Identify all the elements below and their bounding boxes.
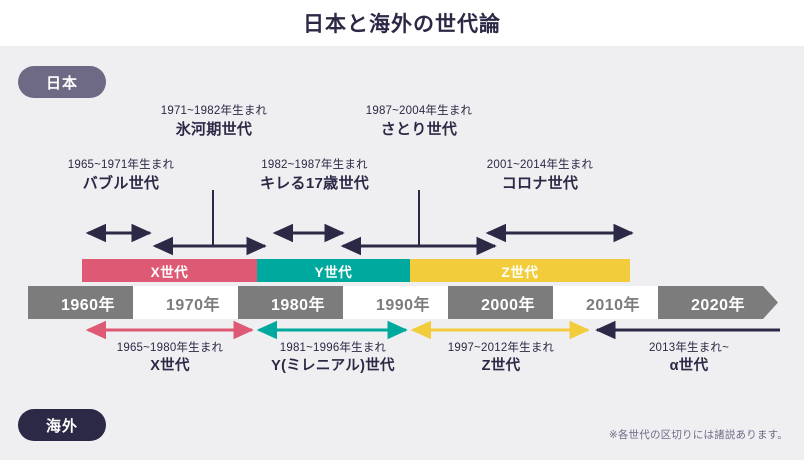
annotation-kireru17: 1982~1987年生まれ キレる17歳世代 xyxy=(222,157,407,194)
annotation-years: 1981~1996年生まれ xyxy=(279,342,387,354)
region-badge-japan: 日本 xyxy=(18,66,106,98)
annotation-name: α世代 xyxy=(669,358,709,374)
year-label: 1960年 xyxy=(60,296,116,314)
annotation-years: 1965~1971年生まれ xyxy=(67,159,175,171)
annotation-name: コロナ世代 xyxy=(501,175,579,192)
generation-bar-y: Y世代 xyxy=(257,259,410,282)
year-label: 2020年 xyxy=(690,296,746,314)
annotation-years: 2013年生まれ~ xyxy=(648,342,730,354)
year-marker-2020: 2020年 xyxy=(658,286,778,319)
generation-bar-label: X世代 xyxy=(150,264,189,280)
year-marker-1970: 1970年 xyxy=(133,286,253,319)
year-marker-1990: 1990年 xyxy=(343,286,463,319)
annotation-years: 1965~1980年生まれ xyxy=(116,342,224,354)
year-marker-1980: 1980年 xyxy=(238,286,358,319)
annotation-years: 1982~1987年生まれ xyxy=(261,159,368,171)
annotation-ice-age: 1971~1982年生まれ 氷河期世代 xyxy=(129,103,299,140)
annotation-satori: 1987~2004年生まれ さとり世代 xyxy=(334,103,504,140)
annotation-corona: 2001~2014年生まれ コロナ世代 xyxy=(455,157,625,194)
page-title: 日本と海外の世代論 xyxy=(303,13,501,36)
year-timeline: 1960年 1970年 1980年 1990年 2000年 2010年 2020… xyxy=(28,286,776,319)
annotation-name: Z世代 xyxy=(481,358,521,374)
annotation-overseas-y: 1981~1996年生まれ Y(ミレニアル)世代 xyxy=(248,340,418,376)
annotation-years: 1987~2004年生まれ xyxy=(365,105,473,117)
year-marker-2010: 2010年 xyxy=(553,286,673,319)
annotation-years: 2001~2014年生まれ xyxy=(486,159,594,171)
page-header: 日本と海外の世代論 xyxy=(0,0,804,46)
year-label: 1990年 xyxy=(375,296,431,314)
generation-bar-label: Z世代 xyxy=(501,264,539,280)
generation-bar-x: X世代 xyxy=(82,259,257,282)
year-label: 1980年 xyxy=(270,296,326,314)
annotation-overseas-z: 1997~2012年生まれ Z世代 xyxy=(416,340,586,376)
annotation-overseas-x: 1965~1980年生まれ X世代 xyxy=(85,340,255,376)
annotation-name: さとり世代 xyxy=(380,121,458,138)
year-marker-2000: 2000年 xyxy=(448,286,568,319)
annotation-years: 1997~2012年生まれ xyxy=(447,342,555,354)
year-label: 2010年 xyxy=(585,296,641,314)
generation-bar-label: Y世代 xyxy=(314,264,353,280)
annotation-bubble: 1965~1971年生まれ バブル世代 xyxy=(36,157,206,194)
year-label: 2000年 xyxy=(480,296,536,314)
annotation-name: 氷河期世代 xyxy=(175,121,253,138)
annotation-name: Y(ミレニアル)世代 xyxy=(271,358,395,374)
generation-bar-z: Z世代 xyxy=(410,259,630,282)
annotation-years: 1971~1982年生まれ xyxy=(160,105,268,117)
annotation-overseas-alpha: 2013年生まれ~ α世代 xyxy=(604,340,774,376)
annotation-name: バブル世代 xyxy=(82,175,160,192)
annotation-name: X世代 xyxy=(150,358,190,374)
year-marker-1960: 1960年 xyxy=(28,286,148,319)
year-label: 1970年 xyxy=(165,296,221,314)
annotation-name: キレる17歳世代 xyxy=(259,175,370,192)
region-badge-overseas: 海外 xyxy=(18,409,106,441)
footnote: ※各世代の区切りには諸説あります。 xyxy=(608,429,788,441)
